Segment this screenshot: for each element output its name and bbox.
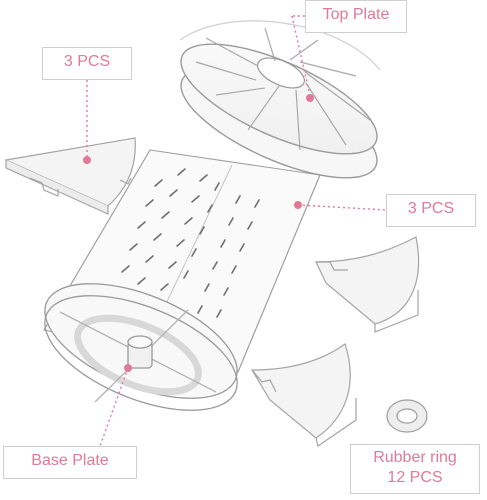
label-shelf-count-left-text: 3 PCS [63,53,111,70]
shelf-right-upper [315,236,420,333]
leader-dots [83,94,314,372]
base-plate [44,283,238,411]
label-top-plate-text: Top Plate [322,6,390,23]
rubber-ring-icon [386,399,428,433]
top-plate [179,20,381,179]
label-rubber-ring: Rubber ring 12 PCS [350,444,480,494]
label-rubber-ring-text: Rubber ring [373,449,457,466]
label-base-plate-text: Base Plate [31,452,109,469]
label-base-plate: Base Plate [3,446,137,479]
shelf-right-lower [250,343,357,447]
label-shelf-count-left: 3 PCS [42,47,132,80]
leader-lines [86,15,387,447]
shelf-left [3,137,136,215]
label-top-plate: Top Plate [305,0,407,33]
label-shelf-count-right: 3 PCS [386,194,476,227]
label-shelf-count-right-text: 3 PCS [407,200,455,217]
tube-slots [113,168,260,318]
label-rubber-ring-qty: 12 PCS [387,469,443,486]
